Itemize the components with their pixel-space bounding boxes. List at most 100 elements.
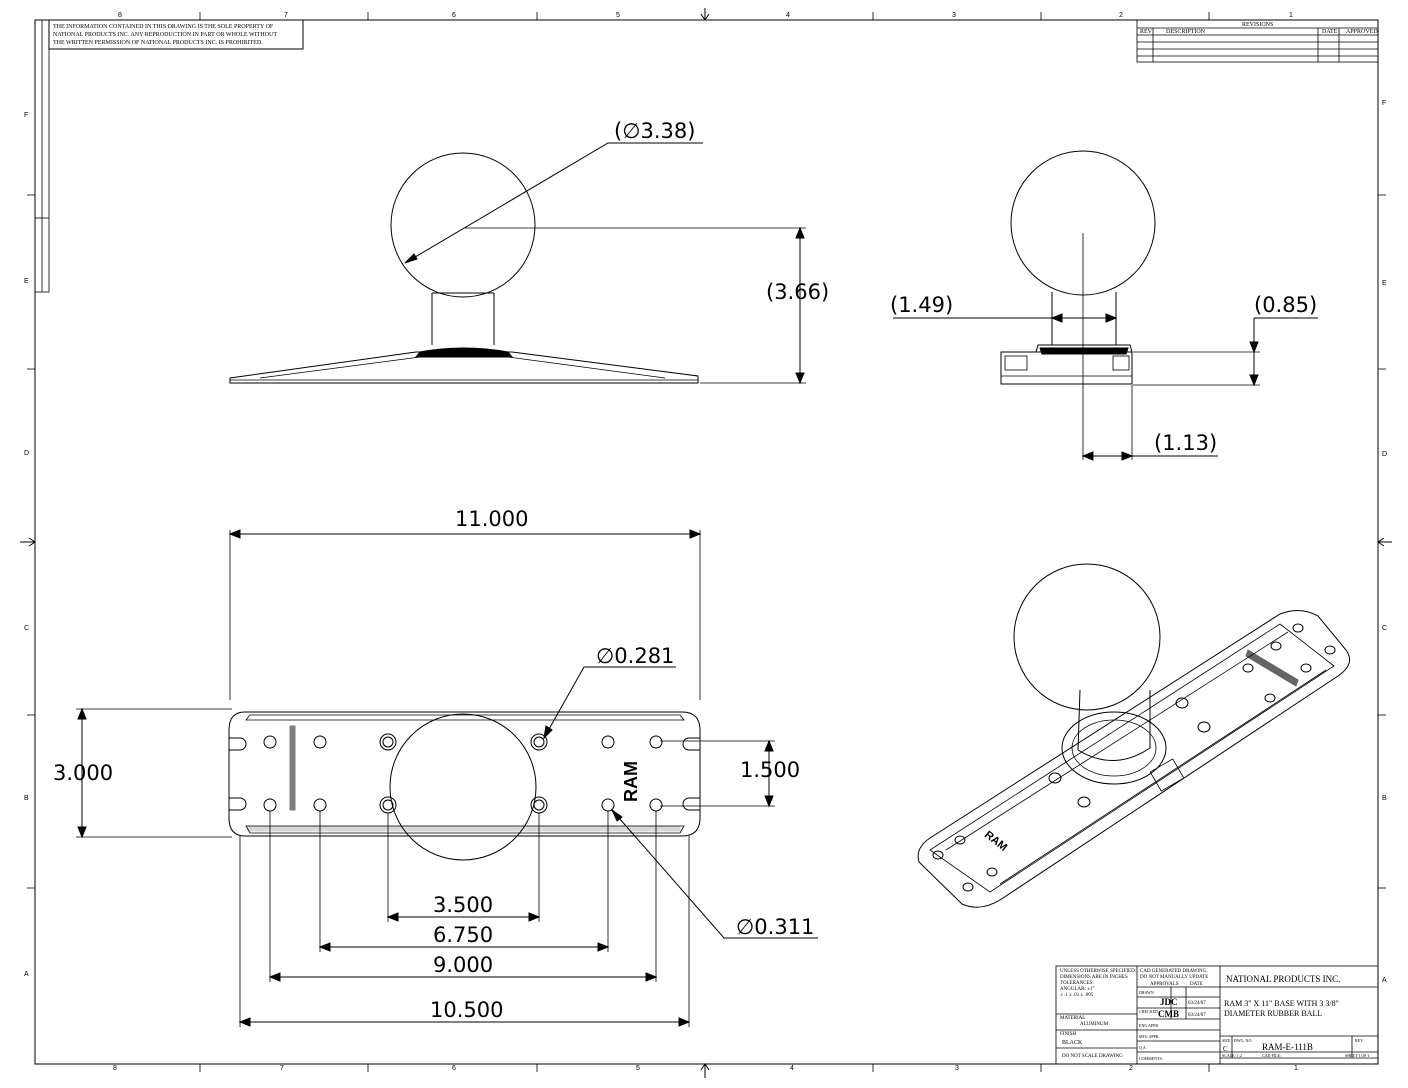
- svg-text:DO NOT SCALE DRAWING: DO NOT SCALE DRAWING: [1062, 1054, 1123, 1059]
- zone-labels-left: F E D C B A: [24, 112, 29, 978]
- svg-text:DO NOT MANUALLY UPDATE: DO NOT MANUALLY UPDATE: [1140, 975, 1208, 980]
- svg-text:A: A: [1382, 977, 1387, 984]
- svg-text:B: B: [1382, 795, 1387, 802]
- svg-text:BLACK: BLACK: [1062, 1040, 1083, 1046]
- svg-text:TOLERANCES:: TOLERANCES:: [1060, 981, 1094, 986]
- svg-text:SIZE: SIZE: [1222, 1038, 1231, 1043]
- svg-text:± .1 ± .01 ± .005: ± .1 ± .01 ± .005: [1060, 993, 1094, 998]
- svg-text:SHEET 1 OF 1: SHEET 1 OF 1: [1345, 1053, 1369, 1058]
- svg-text:3: 3: [952, 12, 956, 19]
- top-hole-dia2-label: ∅0.311: [736, 915, 814, 939]
- revisions-block: [1136, 19, 1379, 63]
- zone-ticks: [27, 12, 1386, 1072]
- svg-text:5: 5: [636, 1065, 640, 1072]
- svg-text:ANGULAR: ±1°: ANGULAR: ±1°: [1060, 987, 1094, 992]
- svg-text:7: 7: [280, 1065, 284, 1072]
- svg-text:2: 2: [1129, 1065, 1133, 1072]
- svg-text:DIAMETER RUBBER BALL: DIAMETER RUBBER BALL: [1224, 1009, 1322, 1018]
- span-6750-label: 6.750: [433, 923, 493, 947]
- svg-text:CAD FILE:: CAD FILE:: [1262, 1053, 1281, 1058]
- svg-text:03/24/07: 03/24/07: [1188, 1001, 1206, 1006]
- svg-text:REV: REV: [1355, 1038, 1363, 1043]
- mount-holes: [263, 733, 663, 814]
- svg-text:APPROVALS: APPROVALS: [1150, 982, 1179, 987]
- side-offset-label: (1.13): [1154, 431, 1217, 455]
- svg-text:MFG APPR.: MFG APPR.: [1139, 1034, 1159, 1039]
- date-col: DATE: [1322, 29, 1338, 35]
- description-col: DESCRIPTION: [1166, 29, 1206, 35]
- slot-left-top: [229, 737, 247, 751]
- svg-text:D: D: [1382, 451, 1387, 458]
- svg-text:8: 8: [118, 12, 122, 19]
- approved-col: APPROVED: [1346, 29, 1378, 35]
- svg-text:RAM-E-111B: RAM-E-111B: [1262, 1042, 1313, 1052]
- svg-text:CAD GENERATED DRAWING,: CAD GENERATED DRAWING,: [1140, 969, 1208, 974]
- svg-text:8: 8: [113, 1065, 117, 1072]
- front-base: [229, 351, 699, 384]
- front-height-label: (3.66): [766, 280, 829, 304]
- center-arrow-top: [700, 8, 710, 21]
- svg-text:CMB: CMB: [1158, 1009, 1179, 1019]
- top-hole-dia-label: ∅0.281: [596, 644, 674, 668]
- slot-left-bottom: [229, 797, 247, 811]
- side-base: [1000, 351, 1133, 385]
- span-3500-label: 3.500: [433, 893, 493, 917]
- svg-text:C: C: [1382, 625, 1387, 632]
- svg-text:3: 3: [955, 1065, 959, 1072]
- side-view: (1.49) (0.85) (1.13): [890, 150, 1318, 461]
- svg-text:F: F: [1382, 100, 1386, 107]
- svg-text:1: 1: [1294, 1065, 1298, 1072]
- svg-text:E: E: [1382, 280, 1387, 287]
- svg-text:COMMENTS:: COMMENTS:: [1139, 1056, 1163, 1061]
- center-arrow-left: [20, 537, 36, 547]
- svg-text:CHECKED: CHECKED: [1139, 1009, 1158, 1014]
- zone-labels-bottom: 8 7 6 5 4 3 2 1: [113, 1065, 1298, 1072]
- svg-text:DATE: DATE: [1190, 982, 1203, 987]
- revisions-header: REVISIONS: [1242, 22, 1273, 28]
- svg-text:A: A: [24, 971, 29, 978]
- svg-text:ALUMINUM: ALUMINUM: [1080, 1022, 1109, 1027]
- front-ball: [390, 152, 536, 298]
- top-hole-spacing-label: 1.500: [740, 758, 800, 782]
- isometric-view: RAM: [917, 563, 1351, 908]
- svg-text:4: 4: [786, 12, 790, 19]
- iso-ram-logo: RAM: [982, 829, 1009, 854]
- title-block: [1055, 965, 1379, 1065]
- front-dia-leader: [404, 142, 703, 264]
- ram-logo: RAM: [621, 761, 641, 802]
- notice-line-1: THE INFORMATION CONTAINED IN THIS DRAWIN…: [53, 24, 274, 30]
- zone-labels-right: F E D C B A: [1382, 100, 1387, 984]
- svg-text:DIMENSIONS ARE IN INCHES: DIMENSIONS ARE IN INCHES: [1060, 975, 1128, 980]
- svg-text:C: C: [1223, 1045, 1228, 1053]
- title-block-text: UNLESS OTHERWISE SPECIFIED: DIMENSIONS A…: [1060, 969, 1369, 1061]
- svg-text:1: 1: [1289, 12, 1293, 19]
- svg-text:F: F: [24, 112, 28, 119]
- svg-text:C: C: [24, 625, 29, 632]
- notice-box: [48, 19, 304, 50]
- svg-text:DWG. NO.: DWG. NO.: [1234, 1038, 1252, 1043]
- side-base-height-label: (0.85): [1254, 293, 1317, 317]
- top-ball: [389, 713, 537, 861]
- top-view: RAM 11.000 3.000 ∅0.281 1.500 3.500: [53, 507, 818, 1027]
- svg-text:03/24/07: 03/24/07: [1188, 1013, 1206, 1018]
- iso-plate-outline: [917, 610, 1351, 908]
- svg-text:6: 6: [452, 12, 456, 19]
- svg-text:ENG APPR.: ENG APPR.: [1139, 1023, 1159, 1028]
- center-arrow-right: [1377, 537, 1392, 547]
- rev-col: REV: [1140, 29, 1153, 35]
- front-ball-dia-label: (∅3.38): [614, 119, 695, 143]
- side-neck-width-label: (1.49): [890, 293, 953, 317]
- slot-right-bottom: [682, 797, 700, 811]
- svg-text:DRAWN: DRAWN: [1139, 990, 1154, 995]
- svg-text:2: 2: [1119, 12, 1123, 19]
- svg-text:Q.A.: Q.A.: [1139, 1045, 1147, 1050]
- notice-line-2: NATIONAL PRODUCTS INC. ANY REPRODUCTION …: [53, 32, 277, 38]
- iso-neck: [1077, 689, 1151, 761]
- svg-text:JDC: JDC: [1160, 997, 1178, 1007]
- top-length-label: 11.000: [455, 507, 528, 531]
- svg-text:MATERIAL: MATERIAL: [1060, 1016, 1085, 1021]
- zone-labels-top: 8 7 6 5 4 3 2 1: [118, 12, 1293, 19]
- notice-line-3: THE WRITTEN PERMISSION OF NATIONAL PRODU…: [53, 40, 263, 46]
- top-width-label: 3.000: [53, 761, 113, 785]
